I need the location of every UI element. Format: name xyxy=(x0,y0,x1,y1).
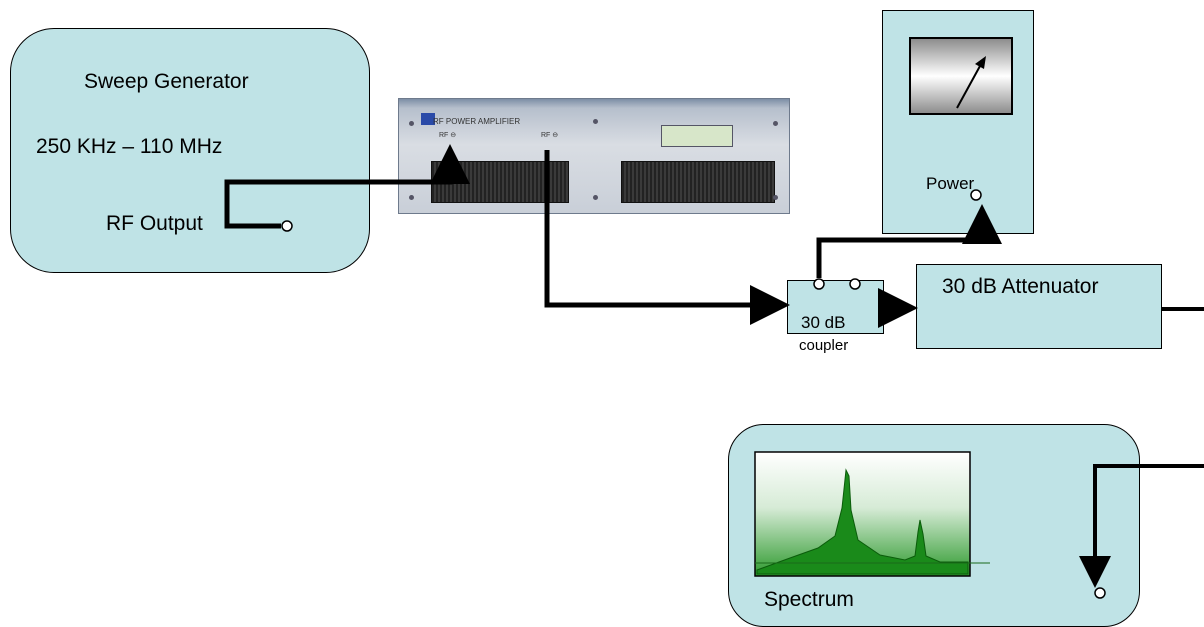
amplifier-screw xyxy=(773,121,778,126)
rf-output-label: RF Output xyxy=(106,212,203,235)
amplifier-screw xyxy=(593,119,598,124)
amplifier-screw xyxy=(773,195,778,200)
amplifier-vent-right xyxy=(621,161,775,203)
coupler-name: coupler xyxy=(799,337,849,354)
attenuator-label: 30 dB Attenuator xyxy=(942,275,1099,298)
amplifier-screw xyxy=(409,121,414,126)
sweep-generator-range: 250 KHz – 110 MHz xyxy=(36,135,223,158)
spectrum-input-connector xyxy=(1094,587,1106,599)
coupler-port-right xyxy=(849,278,861,290)
power-meter-connector xyxy=(970,189,982,201)
cable-sweep-to-amplifier xyxy=(224,144,470,229)
sweep-generator-box xyxy=(10,28,370,273)
rf-output-connector xyxy=(281,220,293,232)
amplifier-panel-title: RF POWER AMPLIFIER xyxy=(433,117,521,126)
power-meter-dial xyxy=(909,37,1013,115)
attenuator-box xyxy=(916,264,1162,349)
amplifier-lcd-display xyxy=(661,125,733,147)
amplifier-screw xyxy=(593,195,598,200)
amplifier-logo-icon xyxy=(421,113,435,125)
power-label: Power xyxy=(926,174,975,193)
amplifier-screw xyxy=(409,195,414,200)
sweep-generator-title: Sweep Generator xyxy=(84,70,249,93)
coupler-value: 30 dB xyxy=(801,313,846,332)
cable-coupler-to-power-meter xyxy=(816,204,1002,278)
coupler-port-left xyxy=(813,278,825,290)
spectrum-label: Spectrum xyxy=(764,588,854,611)
cable-to-spectrum-analyzer xyxy=(1079,464,1204,588)
amplifier-output-port-label: RF ⊖ xyxy=(541,132,559,139)
spectrum-display xyxy=(754,451,990,577)
cable-amplifier-to-coupler xyxy=(544,150,790,325)
amplifier-input-port-label: RF ⊖ xyxy=(439,132,457,139)
coupler-box xyxy=(787,280,884,334)
